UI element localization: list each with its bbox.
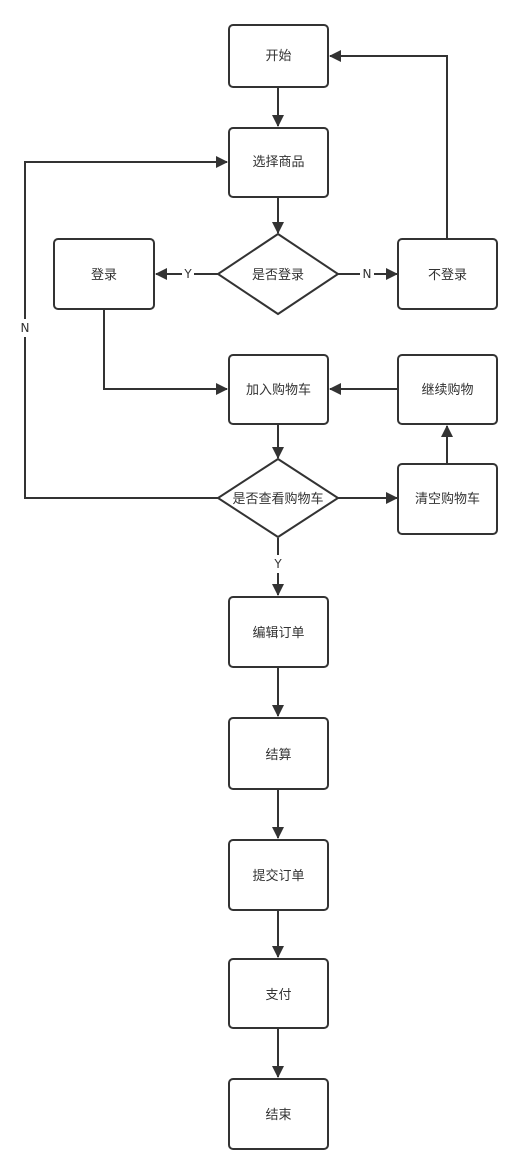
node-pay (228, 958, 329, 1029)
node-add-to-cart-label: 加入购物车 (246, 382, 311, 398)
node-select-product-label: 选择商品 (252, 155, 304, 170)
node-start-label: 开始 (265, 49, 291, 64)
label-bg-login-no (360, 265, 374, 283)
node-edit-order (228, 596, 329, 668)
label-bg-view-cart-yes (272, 555, 284, 573)
node-continue-shopping (397, 354, 498, 425)
node-view-cart-label: 是否查看购物车 (232, 491, 323, 507)
node-clear-cart-label: 清空购物车 (415, 491, 480, 507)
edge-label-login-yes: Y (183, 267, 192, 281)
label-bg-view-cart-no (18, 319, 32, 337)
node-checkout (228, 717, 329, 790)
node-clear-cart (397, 463, 498, 535)
edge-label-login-no: N (363, 267, 372, 281)
edge-not-login-to-start (329, 50, 448, 238)
node-select-product (228, 127, 329, 198)
node-is-logged-in (216, 232, 340, 316)
node-edit-order-label: 编辑订单 (252, 626, 304, 641)
node-not-login (397, 238, 498, 310)
node-not-login-label: 不登录 (428, 268, 467, 283)
node-login (53, 238, 155, 310)
edge-label-view-cart-no: N (21, 321, 30, 335)
edge-login-to-add-cart (103, 309, 228, 395)
node-checkout-label: 结算 (265, 748, 291, 763)
node-start (228, 24, 329, 88)
node-add-to-cart (228, 354, 329, 425)
node-login-label: 登录 (91, 268, 117, 283)
node-submit-order-label: 提交订单 (252, 868, 304, 884)
node-continue-shopping-label: 继续购物 (421, 382, 473, 398)
node-pay-label: 支付 (265, 988, 291, 1003)
node-submit-order (228, 839, 329, 911)
edge-label-view-cart-yes: Y (273, 557, 282, 571)
node-end-label: 结束 (265, 1108, 291, 1123)
node-is-logged-in-label: 是否登录 (252, 268, 304, 283)
label-bg-login-yes (182, 265, 194, 283)
edge-view-cart-no-to-select (24, 156, 228, 499)
node-view-cart (216, 457, 340, 539)
node-end (228, 1078, 329, 1150)
